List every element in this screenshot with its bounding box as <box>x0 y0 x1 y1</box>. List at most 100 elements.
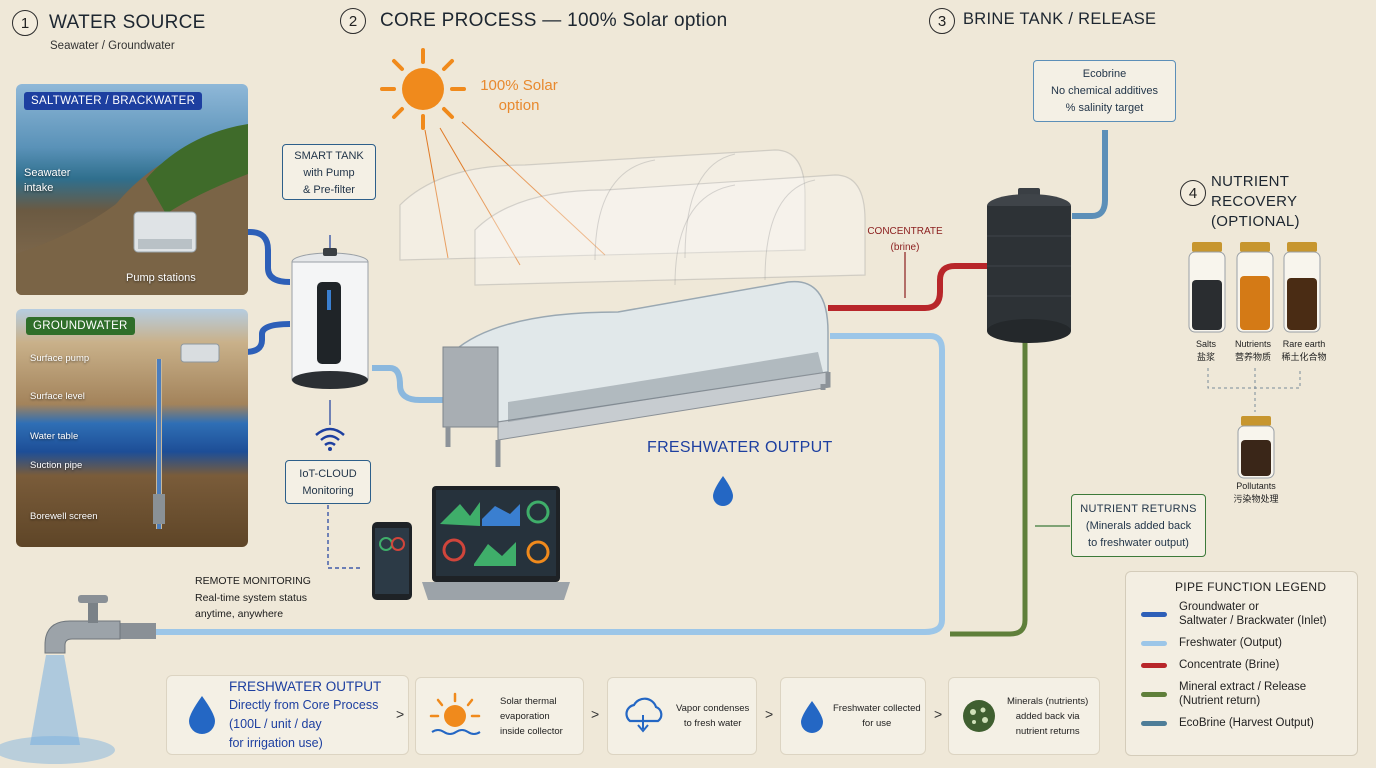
tank-to-collector-pipe <box>372 365 445 403</box>
legend-item-mineral: Mineral extract / Release (Nutrient retur… <box>1141 680 1357 708</box>
suction-pipe-label: Suction pipe <box>30 460 83 471</box>
jar-salts-label: Salts 盐浆 <box>1181 338 1231 364</box>
pump-stations-label: Pump stations <box>126 272 196 284</box>
s3-line-1: Freshwater collected <box>833 703 921 714</box>
nutrient-returns-label-3: to freshwater output) <box>1088 537 1189 549</box>
step-arrow-1: > <box>396 706 405 722</box>
s1-line-1: Solar thermal <box>500 695 557 707</box>
jar-rare-earth-name: Rare earth <box>1282 339 1326 349</box>
remote-connector <box>327 505 362 569</box>
borewell-illustration <box>153 343 220 529</box>
s4-line-2: added back via <box>1015 710 1080 722</box>
legend-label-freshwater: Freshwater (Output) <box>1179 637 1282 649</box>
solar-evaporation-text: Solar thermal evaporation inside collect… <box>500 694 563 739</box>
vapor-condenses-card: Vapor condenses to fresh water <box>607 677 757 755</box>
nutrient-returns-label-1: NUTRIENT RETURNS <box>1080 503 1197 515</box>
concentrate-label-2: (brine) <box>890 242 920 253</box>
iot-cloud-label-1: IoT-CLOUD <box>299 468 357 480</box>
pollutants-name: Pollutants <box>1236 481 1276 491</box>
remote-monitoring-title: REMOTE MONITORING <box>195 575 311 587</box>
legend-label-mineral-1: Mineral extract / Release <box>1179 681 1307 693</box>
sun-rays-lines <box>424 121 606 266</box>
solar-option-label: 100% Solar option <box>477 76 561 116</box>
s2-line-1: Vapor condenses <box>676 703 750 714</box>
solar-collector-illustration <box>442 280 831 467</box>
jar-salts-name: Salts <box>1195 339 1216 349</box>
surface-pump-label: Surface pump <box>30 353 90 364</box>
ecobrine-label-2: No chemical additives <box>1051 85 1158 97</box>
mineral-return-pipe <box>950 335 1028 637</box>
step-arrow-4: > <box>934 706 943 722</box>
step-number-2: 2 <box>340 8 366 34</box>
legend-label-mineral-2: (Nutrient return) <box>1179 695 1261 707</box>
freshwater-output-card-text: FRESHWATER OUTPUT Directly from Core Pro… <box>229 677 381 753</box>
legend-swatch-brine <box>1141 662 1167 668</box>
saltwater-tag: SALTWATER / BRACKWATER <box>24 92 203 110</box>
legend-swatch-freshwater <box>1141 640 1167 646</box>
remote-monitoring-line-2: Real-time system status <box>195 591 308 604</box>
iot-cloud-box: IoT-CLOUD Monitoring <box>285 460 371 504</box>
legend-swatch-mineral <box>1141 691 1167 697</box>
legend-label-inlet-2: Saltwater / Brackwater (Inlet) <box>1179 615 1327 627</box>
pipe-legend: PIPE FUNCTION LEGEND Groundwater or Saltw… <box>1125 571 1358 756</box>
legend-label-inlet-1: Groundwater or <box>1179 601 1259 613</box>
jar-rare-earth-sub: 稀土化合物 <box>1281 352 1327 362</box>
freshwater-output-label: FRESHWATER OUTPUT <box>647 439 833 456</box>
ecobrine-box: Ecobrine No chemical additives % salinit… <box>1033 60 1176 122</box>
minerals-icon <box>963 700 995 732</box>
step-number-3: 3 <box>929 8 955 34</box>
coastline-illustration <box>16 124 248 295</box>
freshwater-output-card: FRESHWATER OUTPUT Directly from Core Pro… <box>166 675 409 755</box>
saltwater-panel: SALTWATER / BRACKWATER Seawater intake P… <box>16 84 248 295</box>
fw-card-title: FRESHWATER OUTPUT <box>229 679 382 694</box>
wifi-icon <box>315 427 345 451</box>
nutrient-returns-box: NUTRIENT RETURNS (Minerals added back to… <box>1071 494 1206 557</box>
concentrate-label-1: CONCENTRATE <box>867 226 943 237</box>
water-source-subtitle: Seawater / Groundwater <box>50 40 175 52</box>
remote-monitoring-text: REMOTE MONITORING Real-time system statu… <box>195 573 311 623</box>
s2-line-2: to fresh water <box>683 718 742 729</box>
mineral-jars-illustration <box>1188 242 1321 333</box>
iot-cloud-label-2: Monitoring <box>302 485 354 497</box>
smart-tank-label-3: & Pre-filter <box>303 184 355 196</box>
water-drop-icon <box>713 476 733 506</box>
nutrient-returns-label-2: (Minerals added back <box>1085 520 1192 532</box>
nutrient-title-line-2: (OPTIONAL) <box>1211 213 1300 230</box>
s4-line-1: Minerals (nutrients) <box>1007 695 1089 707</box>
solar-evaporation-card: Solar thermal evaporation inside collect… <box>415 677 584 755</box>
legend-item-brine: Concentrate (Brine) <box>1141 658 1357 672</box>
legend-label-brine: Concentrate (Brine) <box>1179 659 1280 671</box>
smart-tank-box: SMART TANK with Pump & Pre-filter <box>282 144 376 200</box>
legend-item-freshwater: Freshwater (Output) <box>1141 636 1357 650</box>
legend-title: PIPE FUNCTION LEGEND <box>1175 580 1327 594</box>
solar-label-line-1: 100% Solar <box>480 77 558 94</box>
smart-tank-illustration <box>291 248 369 389</box>
greenhouse-illustration <box>399 149 866 286</box>
legend-label-mineral: Mineral extract / Release (Nutrient retur… <box>1179 680 1306 708</box>
nutrient-recovery-title: NUTRIENT RECOVERY (OPTIONAL) <box>1211 172 1376 232</box>
cloud-condense-icon <box>625 697 663 733</box>
water-source-title: WATER SOURCE <box>49 12 206 33</box>
fw-card-line-2: (100L / unit / day <box>229 717 322 731</box>
fw-card-line-1: Directly from Core Process <box>229 698 379 712</box>
s1-line-3: inside collector <box>500 725 563 737</box>
jar-connectors <box>1207 368 1301 412</box>
solar-evaporation-icon <box>429 692 481 735</box>
s4-line-3: nutrient returns <box>1015 725 1080 737</box>
legend-item-inlet: Groundwater or Saltwater / Brackwater (In… <box>1141 600 1357 628</box>
concentrate-label: CONCENTRATE (brine) <box>858 224 952 256</box>
jar-salts-sub: 盐浆 <box>1196 352 1215 362</box>
freshwater-drop-icon <box>189 696 215 734</box>
freshwater-output-pipe <box>150 333 945 635</box>
vapor-condenses-text: Vapor condenses to fresh water <box>676 701 749 731</box>
freshwater-collected-card: Freshwater collected for use <box>780 677 926 755</box>
jar-nutrients-sub: 营养物质 <box>1234 352 1271 362</box>
step-arrow-3: > <box>765 706 774 722</box>
borewell-screen-label: Borewell screen <box>30 511 98 522</box>
collected-drop-icon <box>801 701 823 733</box>
nutrient-title-line-1: NUTRIENT RECOVERY <box>1211 173 1298 210</box>
ecobrine-pipe <box>1072 130 1108 219</box>
monitoring-devices-illustration <box>372 486 570 600</box>
step-number-4: 4 <box>1180 180 1206 206</box>
